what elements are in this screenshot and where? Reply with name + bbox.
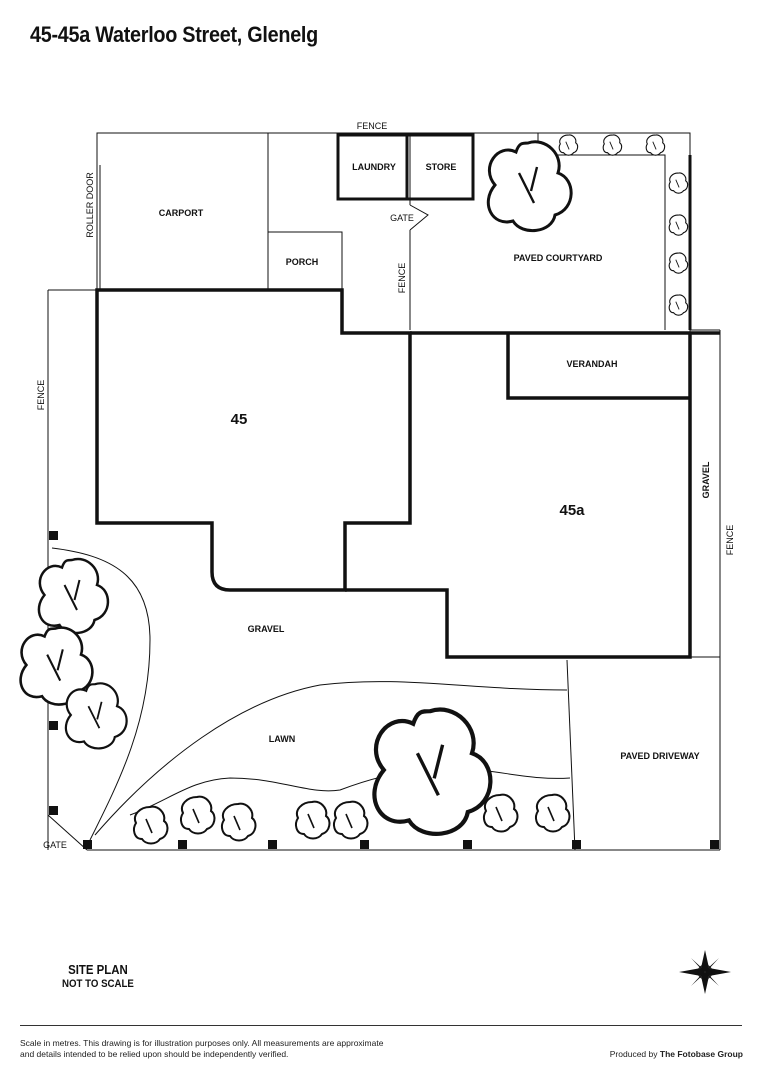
tree-icon xyxy=(37,557,110,635)
trees xyxy=(19,134,689,845)
fence-right-label: FENCE xyxy=(725,525,735,556)
shrub-icon xyxy=(645,134,666,156)
site-plan-subheading: NOT TO SCALE xyxy=(62,978,134,990)
lawn-boundary xyxy=(51,547,571,841)
lawn-label: LAWN xyxy=(269,734,296,744)
unit-45a-label: 45a xyxy=(559,502,585,519)
shrub-icon xyxy=(133,805,169,845)
fence-top-label: FENCE xyxy=(357,121,388,131)
tree-icon xyxy=(64,682,128,750)
store-label: STORE xyxy=(426,162,457,172)
shrub-icon xyxy=(333,800,369,840)
shrub-icon xyxy=(558,134,579,156)
gate-bottom-label: GATE xyxy=(43,840,67,850)
compass-rose-icon xyxy=(679,950,731,994)
produced-by-company: The Fotobase Group xyxy=(659,1049,743,1059)
gravel-right-label: GRAVEL xyxy=(701,461,711,498)
footer-divider xyxy=(20,1025,742,1026)
shrub-icon xyxy=(668,252,689,274)
unit-45-label: 45 xyxy=(231,411,248,428)
shrub-icon xyxy=(483,793,519,833)
shrub-icon xyxy=(295,800,331,840)
roller-door-label: ROLLER DOOR xyxy=(85,172,95,238)
gravel-label: GRAVEL xyxy=(248,624,285,634)
laundry-store-block xyxy=(336,133,475,201)
page-title: 45-45a Waterloo Street, Glenelg xyxy=(30,22,318,47)
unit-45a-outline xyxy=(345,331,720,659)
unit-45-outline xyxy=(95,288,412,592)
large-tree-icon xyxy=(374,710,490,834)
shrub-icon xyxy=(221,802,257,842)
shrub-icon xyxy=(668,172,689,194)
verandah-label: VERANDAH xyxy=(566,359,617,369)
produced-by-prefix: Produced by xyxy=(609,1049,658,1059)
site-plan-caption: SITE PLAN NOT TO SCALE xyxy=(62,962,134,992)
gate-mid-label: GATE xyxy=(390,213,414,223)
shrub-icon xyxy=(668,294,689,316)
shrub-icon xyxy=(535,793,571,833)
paved-driveway-label: PAVED DRIVEWAY xyxy=(620,751,699,761)
paved-courtyard-label: PAVED COURTYARD xyxy=(514,253,603,263)
fence-mid-label: FENCE xyxy=(397,263,407,294)
shrub-icon xyxy=(602,134,623,156)
laundry-label: LAUNDRY xyxy=(352,162,396,172)
shrub-icon xyxy=(668,214,689,236)
porch-label: PORCH xyxy=(286,257,319,267)
fence-left-label: FENCE xyxy=(36,380,46,411)
shrub-icon xyxy=(180,795,216,835)
disclaimer-text: Scale in metres. This drawing is for ill… xyxy=(20,1038,384,1059)
site-plan-heading: SITE PLAN xyxy=(68,962,128,977)
produced-by: Produced by The Fotobase Group xyxy=(610,1049,743,1059)
fence-posts xyxy=(49,531,719,849)
carport-label: CARPORT xyxy=(159,208,204,218)
